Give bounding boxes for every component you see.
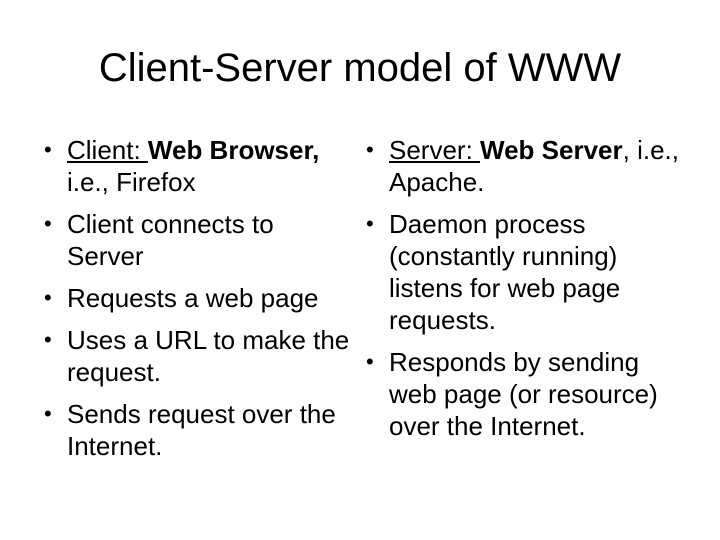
slide-title: Client-Server model of WWW [98, 46, 622, 90]
bullet-icon: • [44, 401, 52, 426]
bullet-text-line: i.e., Firefox [67, 167, 196, 197]
bullet-text-line: Responds by sending [389, 347, 640, 377]
bullet-text-line: Client connects to [67, 209, 274, 239]
bullet-text: Server: Web Server, i.e.,Apache. [389, 134, 686, 198]
bullet-text-line: Server: Web Server, i.e., [389, 135, 679, 165]
bullet-text-line: Client: Web Browser, [67, 135, 320, 165]
bullet-icon: • [366, 211, 374, 236]
list-item: • Requests a web page [44, 282, 354, 314]
bullet-text-line: request. [67, 357, 161, 387]
bullet-text-line: requests. [389, 305, 496, 335]
bullet-icon: • [366, 349, 374, 374]
bullet-icon: • [44, 327, 52, 352]
list-item: • Client: Web Browser,i.e., Firefox [44, 134, 354, 198]
list-item: • Daemon process(constantly running)liste… [366, 208, 686, 336]
bullet-icon: • [366, 137, 374, 162]
client-bullet-list: • Client: Web Browser,i.e., Firefox • Clien… [44, 134, 354, 462]
bullet-text: Requests a web page [67, 282, 354, 314]
bullet-text-line: listens for web page [389, 273, 621, 303]
bullet-text-line: Sends request over the [67, 399, 336, 429]
bullet-icon: • [44, 285, 52, 310]
bullet-text-line: Internet. [67, 431, 163, 461]
bullet-text: Daemon process(constantly running)listen… [389, 208, 686, 336]
bullet-text-line: Uses a URL to make the [67, 325, 350, 355]
list-item: • Server: Web Server, i.e.,Apache. [366, 134, 686, 198]
bullet-text-line: over the Internet. [389, 411, 586, 441]
bullet-text-line: Requests a web page [67, 283, 319, 313]
bullet-text-line: (constantly running) [389, 241, 618, 271]
bullet-icon: • [44, 211, 52, 236]
bullet-icon: • [44, 137, 52, 162]
bullet-text: Client: Web Browser,i.e., Firefox [67, 134, 354, 198]
bullet-text-line: web page (or resource) [389, 379, 658, 409]
bullet-text-line: Daemon process [389, 209, 586, 239]
bullet-text-line: Apache. [389, 167, 485, 197]
bullet-text-line: Server [67, 241, 144, 271]
server-bullet-list: • Server: Web Server, i.e.,Apache. • Daemon… [366, 134, 686, 442]
